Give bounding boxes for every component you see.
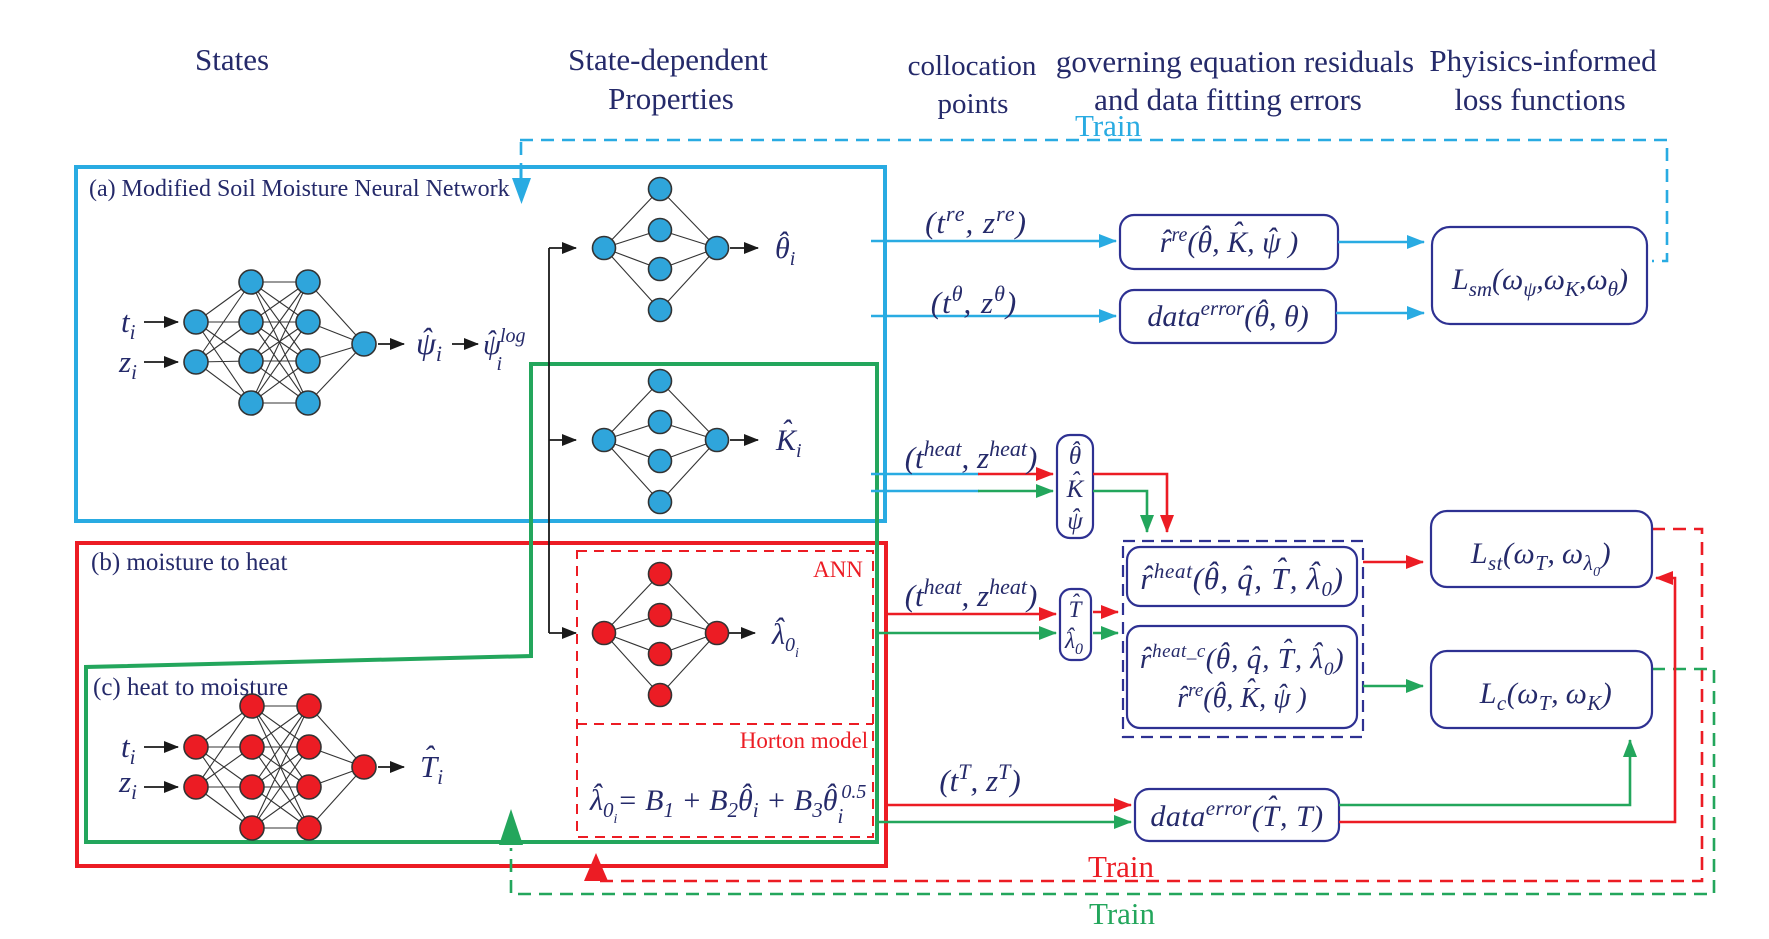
- svg-text:rˆ​heat​(θˆ​, qˆ​, Tˆ​, λˆ​0​): rˆ​heat​(θˆ​, qˆ​, Tˆ​, λˆ​0​): [1140, 551, 1343, 601]
- svg-text:(a) Modified Soil Moisture Neu: (a) Modified Soil Moisture Neural Networ…: [89, 176, 510, 202]
- svg-text:Horton model: Horton model: [740, 728, 868, 753]
- svg-text:(tT​, zT​): (tT​, zT​): [939, 759, 1020, 798]
- svg-text:Train: Train: [1089, 896, 1156, 931]
- svg-text:Phyisics-informed: Phyisics-informed: [1429, 43, 1657, 78]
- svg-text:collocation: collocation: [908, 50, 1037, 82]
- svg-text:Tˆ​: Tˆ​: [1069, 590, 1084, 623]
- svg-text:dataerror​(θˆ​, θ): dataerror​(θˆ​, θ): [1147, 294, 1308, 333]
- svg-text:States: States: [195, 42, 269, 77]
- svg-text:ANN: ANN: [813, 557, 863, 582]
- svg-text:θˆ​: θˆ​: [1069, 438, 1081, 470]
- svg-text:and data fitting errors: and data fitting errors: [1094, 82, 1362, 117]
- svg-text:ψˆ​: ψˆ​: [1067, 505, 1083, 535]
- svg-text:Train: Train: [1075, 108, 1142, 143]
- svg-text:governing equation residuals: governing equation residuals: [1056, 44, 1414, 79]
- svg-text:points: points: [938, 88, 1009, 120]
- svg-text:Train: Train: [1088, 849, 1155, 884]
- svg-text:ψˆ​i​: ψˆ​i​: [416, 321, 442, 366]
- svg-text:(b) moisture to heat: (b) moisture to heat: [91, 549, 288, 576]
- svg-text:loss functions: loss functions: [1454, 82, 1625, 117]
- svg-text:Properties: Properties: [608, 81, 734, 116]
- svg-text:Kˆ​: Kˆ​: [1066, 468, 1085, 503]
- svg-text:(tθ​, zθ​): (tθ​, zθ​): [931, 281, 1017, 320]
- svg-text:Lsm​(ωψ​,ωK​,ωθ​): Lsm​(ωψ​,ωK​,ωθ​): [1451, 263, 1628, 301]
- svg-text:State-dependent: State-dependent: [568, 42, 768, 77]
